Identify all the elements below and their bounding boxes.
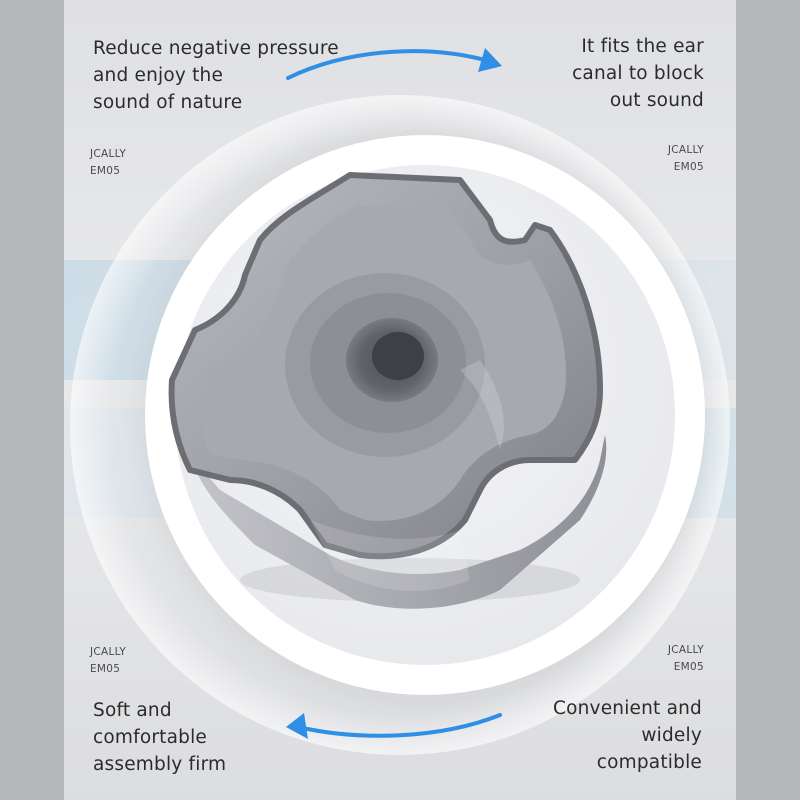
caption-line: assembly firm xyxy=(93,754,227,775)
caption-line: comfortable xyxy=(93,727,208,748)
brand-mark-top-left: JCALLY EM05 xyxy=(90,146,126,180)
brand-model: EM05 xyxy=(673,161,704,173)
brand-model: EM05 xyxy=(90,165,121,177)
caption-line: widely xyxy=(641,725,702,746)
curved-arrow-left-icon xyxy=(286,713,502,739)
ear-tip-image xyxy=(168,172,607,609)
brand-model: EM05 xyxy=(90,663,121,675)
caption-bottom-right: Convenient and widely compatible xyxy=(553,695,702,776)
caption-line: out sound xyxy=(609,90,704,111)
caption-bottom-left: Soft and comfortable assembly firm xyxy=(93,697,226,778)
brand-name: JCALLY xyxy=(90,148,127,160)
caption-top-left: Reduce negative pressure and enjoy the s… xyxy=(93,35,339,116)
brand-name: JCALLY xyxy=(667,144,704,156)
caption-line: sound of nature xyxy=(93,92,243,113)
caption-line: Soft and xyxy=(93,700,172,721)
caption-line: Reduce negative pressure xyxy=(93,38,339,59)
caption-line: and enjoy the xyxy=(93,65,224,86)
brand-mark-bottom-left: JCALLY EM05 xyxy=(90,644,126,678)
caption-line: canal to block xyxy=(572,63,704,84)
caption-line: Convenient and xyxy=(552,698,702,719)
caption-top-right: It fits the ear canal to block out sound xyxy=(572,33,704,114)
brand-mark-top-right: JCALLY EM05 xyxy=(668,142,704,176)
brand-name: JCALLY xyxy=(90,646,127,658)
brand-mark-bottom-right: JCALLY EM05 xyxy=(668,642,704,676)
caption-line: It fits the ear xyxy=(581,36,704,57)
curved-arrow-right-icon xyxy=(286,48,502,80)
brand-model: EM05 xyxy=(673,661,704,673)
caption-line: compatible xyxy=(596,752,702,773)
brand-name: JCALLY xyxy=(667,644,704,656)
